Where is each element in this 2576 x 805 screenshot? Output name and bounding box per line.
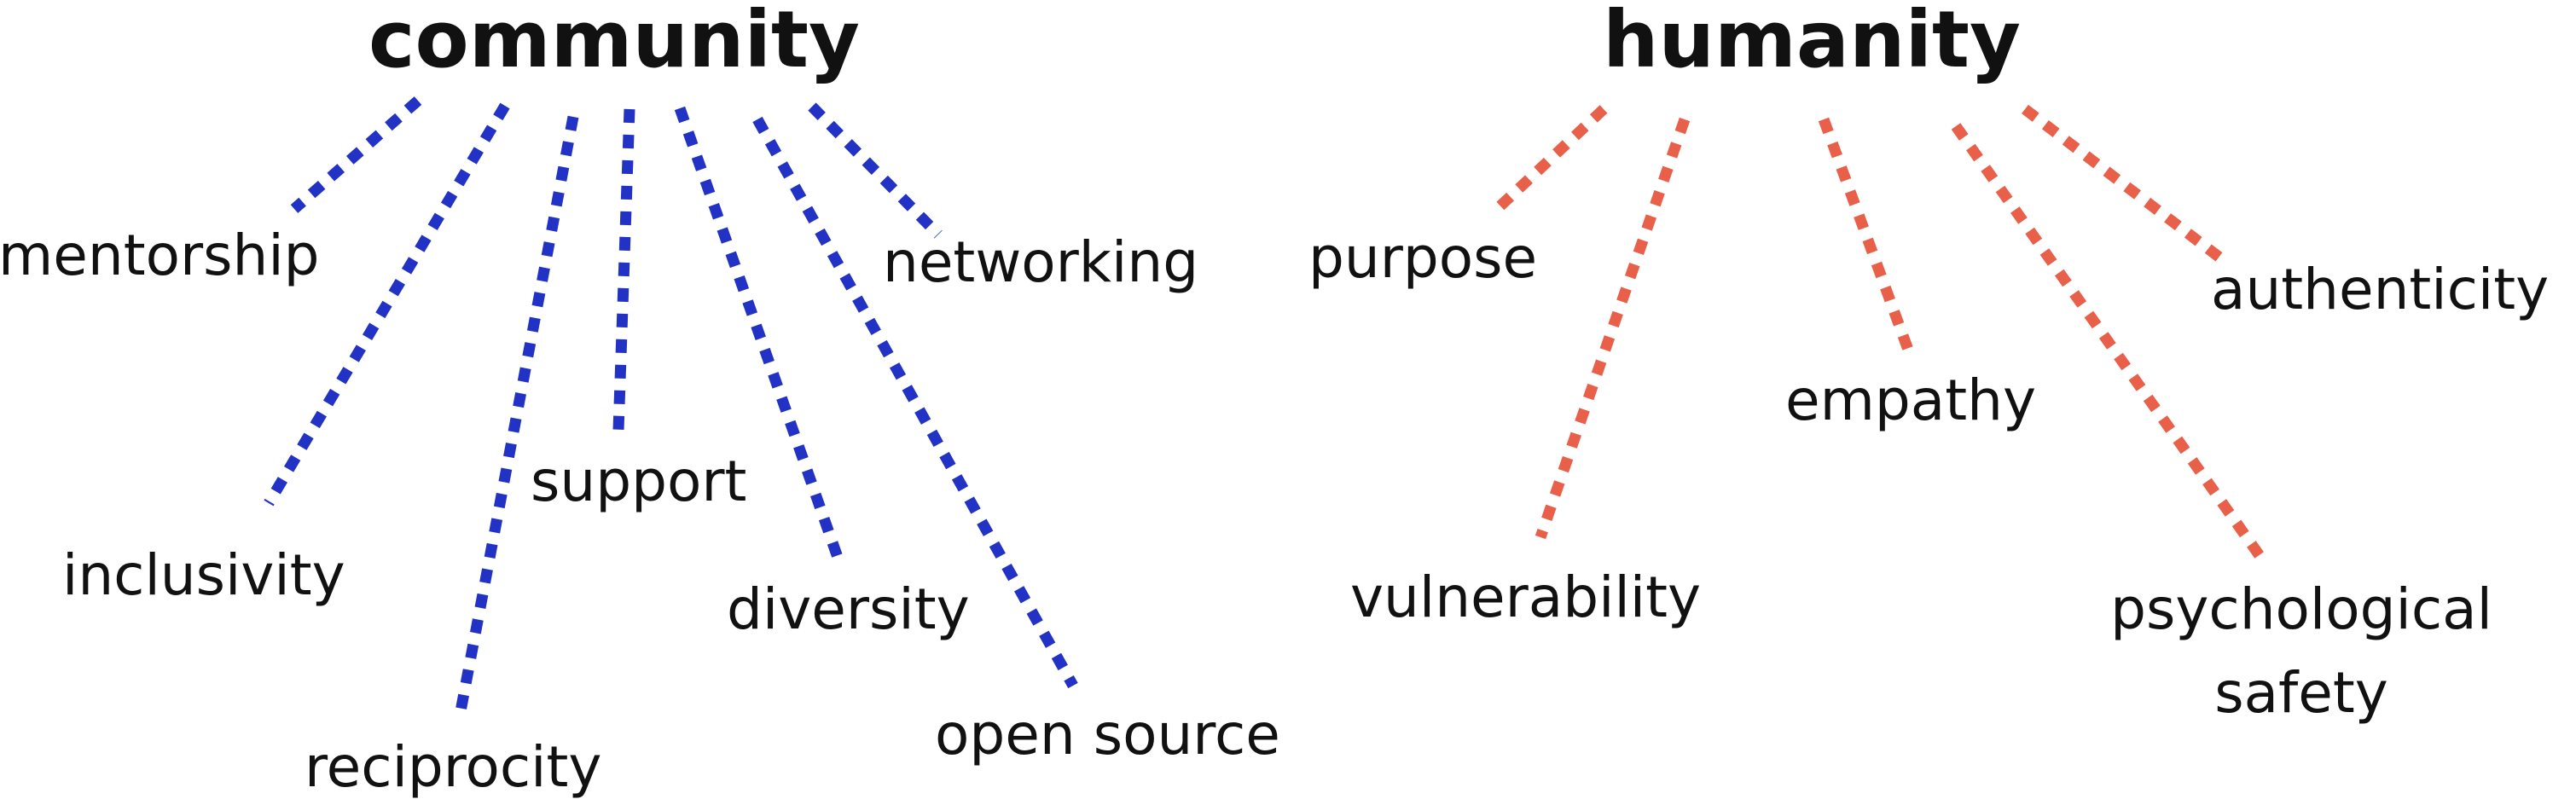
- label-empathy: empathy: [1785, 368, 2036, 433]
- humanity-title: humanity: [1603, 0, 2021, 85]
- connector-support: [612, 108, 635, 431]
- connector-psychological-safety: [1951, 123, 2270, 566]
- label-support: support: [531, 449, 746, 514]
- community-group: community mentorship inclusivity recipro…: [0, 0, 1280, 800]
- label-vulnerability: vulnerability: [1350, 565, 1701, 630]
- humanity-group: humanity purpose vulnerability empathy p…: [1308, 0, 2549, 726]
- connector-mentorship: [290, 96, 422, 213]
- connector-empathy: [1818, 117, 1914, 352]
- connector-authenticity: [2022, 104, 2225, 264]
- connector-reciprocity: [455, 115, 579, 713]
- connector-vulnerability: [1535, 117, 1691, 540]
- connector-diversity: [674, 106, 846, 567]
- label-authenticity: authenticity: [2211, 257, 2549, 322]
- label-purpose: purpose: [1308, 225, 1537, 291]
- label-diversity: diversity: [727, 576, 970, 642]
- connector-networking: [808, 102, 943, 239]
- label-psychological: psychological: [2110, 576, 2492, 642]
- connector-open-source: [752, 116, 1078, 689]
- connector-inclusivity: [264, 102, 510, 507]
- label-networking: networking: [883, 229, 1198, 295]
- connector-purpose: [1490, 105, 1608, 216]
- label-mentorship: mentorship: [0, 223, 320, 288]
- label-open-source: open source: [935, 702, 1280, 767]
- label-safety: safety: [2214, 660, 2388, 726]
- label-reciprocity: reciprocity: [305, 734, 601, 800]
- label-inclusivity: inclusivity: [62, 542, 345, 608]
- community-title: community: [368, 0, 860, 85]
